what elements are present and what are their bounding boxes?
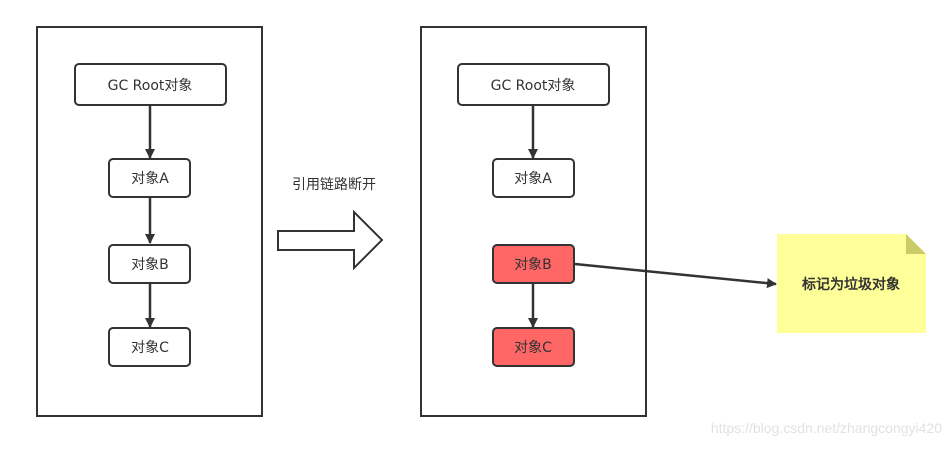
node-label: 对象B xyxy=(514,257,552,273)
node-label: 对象A xyxy=(131,171,169,187)
transition: 引用链路断开 xyxy=(277,177,384,271)
node-object-b-garbage: 对象B xyxy=(492,244,575,284)
node-label: 对象C xyxy=(514,340,552,356)
note-label: 标记为垃圾对象 xyxy=(801,276,900,293)
note-fold-icon xyxy=(906,234,926,254)
node-object-c: 对象C xyxy=(108,327,191,367)
node-gc-root: GC Root对象 xyxy=(74,63,227,106)
node-label: GC Root对象 xyxy=(491,78,576,94)
transition-label: 引用链路断开 xyxy=(292,177,376,193)
node-object-b: 对象B xyxy=(108,244,191,284)
right-arrow-icon xyxy=(277,209,384,271)
note-body xyxy=(777,234,926,333)
node-object-a: 对象A xyxy=(108,158,191,198)
node-label: 对象C xyxy=(131,340,169,356)
note-connector xyxy=(574,262,777,289)
node-gc-root: GC Root对象 xyxy=(457,63,610,106)
after-panel: GC Root对象 对象A 对象B 对象C xyxy=(420,26,647,417)
garbage-note: 标记为垃圾对象 xyxy=(777,234,926,333)
before-panel: GC Root对象 对象A 对象B 对象C xyxy=(36,26,263,417)
node-object-c-garbage: 对象C xyxy=(492,327,575,367)
watermark: https://blog.csdn.net/zhangcongyi420 xyxy=(710,420,942,436)
node-label: 对象B xyxy=(131,257,169,273)
node-object-a: 对象A xyxy=(492,158,575,198)
node-label: 对象A xyxy=(514,171,552,187)
node-label: GC Root对象 xyxy=(108,78,193,94)
